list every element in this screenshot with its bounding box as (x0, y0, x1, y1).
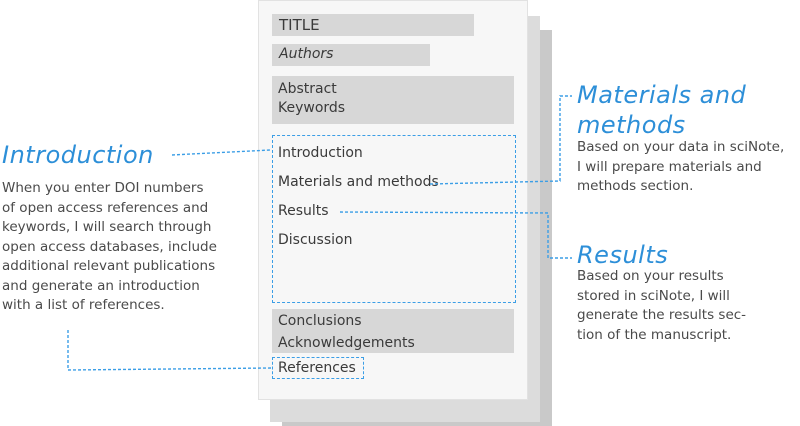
intro-line: When you enter DOI numbers (2, 180, 204, 196)
body-sections-box (272, 135, 516, 303)
intro-line: keywords, I will search through (2, 219, 212, 235)
intro-line: of open access references and (2, 199, 209, 216)
materials-description: Based on your data in sciNote, I will pr… (577, 138, 784, 197)
results-label: Results (278, 203, 329, 219)
keywords-label: Keywords (278, 100, 346, 116)
abstract-keywords-box (272, 76, 514, 124)
introduction-description: When you enter DOI numbers of open acces… (2, 179, 217, 316)
results-heading: Results (577, 241, 669, 269)
results-connector (339, 211, 572, 259)
title-box (272, 14, 474, 36)
discussion-label: Discussion (278, 232, 353, 248)
intro-line: and generate an introduction (2, 277, 200, 294)
title-label: TITLE (279, 16, 320, 34)
conclusions-box (272, 309, 514, 353)
introduction-label: Introduction (278, 145, 363, 161)
materials-methods-label: Materials and methods (278, 174, 439, 190)
materials-connector (429, 95, 572, 185)
materials-heading-line1: Materials and (577, 81, 747, 109)
results-description: Based on your results stored in sciNote,… (577, 267, 746, 345)
results-line: Based on your results (577, 268, 724, 284)
materials-line: Based on your data in sciNote, (577, 139, 785, 155)
acknowledgements-label: Acknowledgements (278, 335, 415, 351)
materials-heading: Materials and methods (577, 80, 746, 140)
materials-heading-line2: methods (577, 111, 686, 139)
results-line: tion of the manuscript. (577, 326, 732, 343)
references-connector (67, 330, 273, 371)
introduction-heading: Introduction (2, 141, 154, 169)
conclusions-label: Conclusions (278, 313, 362, 329)
intro-line: with a list of references. (2, 297, 165, 313)
materials-line: methods section. (577, 178, 694, 194)
references-label: References (278, 360, 356, 376)
intro-line: open access databases, include (2, 238, 217, 255)
intro-connector (171, 149, 271, 156)
abstract-label: Abstract (278, 81, 337, 97)
results-line: generate the results sec- (577, 307, 747, 323)
authors-box (272, 44, 430, 66)
references-box (272, 357, 364, 379)
intro-line: additional relevant publications (2, 258, 216, 274)
materials-line: I will prepare materials and (577, 158, 762, 175)
results-line: stored in sciNote, I will (577, 287, 730, 304)
authors-label: Authors (279, 46, 334, 62)
